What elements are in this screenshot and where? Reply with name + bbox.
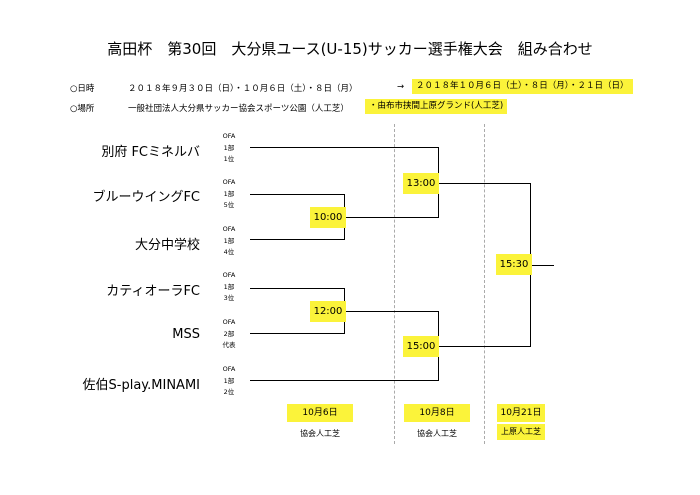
date-label: ○日時: [70, 84, 95, 94]
bracket-line-semi-bottom-winner: [438, 346, 530, 347]
date-original: ２０１８年９月３０日（日）・１０月６日（土）・８日（月）: [128, 84, 358, 94]
match-time-final: 15:30: [496, 254, 532, 275]
team-name-6: 佐伯S-play.MINAMI: [82, 378, 200, 393]
bracket-line-team4: [250, 288, 344, 289]
team-name-1: 別府 FCミネルバ: [101, 145, 200, 160]
round-date-2: 10月8日: [404, 404, 470, 422]
round-date-1: 10月6日: [287, 404, 353, 422]
match-time-r1-bottom: 12:00: [310, 301, 346, 322]
team-name-4: カティオーラFC: [106, 284, 200, 299]
venue-label: ○場所: [70, 104, 95, 114]
divider-round-2: [394, 124, 395, 444]
page-title: 高田杯 第30回 大分県ユース(U-15)サッカー選手権大会 組み合わせ: [107, 40, 593, 58]
bracket-line-r1-top-winner: [344, 217, 438, 218]
date-new: ２０１８年１０月６日（土）・８日（月）・２１日（日）: [412, 79, 633, 94]
round-venue-3: 上原人工芝: [497, 424, 545, 440]
venue-new: ・由布市挟間上原グランド(人工芝): [365, 99, 508, 114]
venue-original: 一般社団法人大分県サッカー協会スポーツ公園（人工芝）: [128, 104, 349, 114]
bracket-line-semi-top-winner: [438, 183, 530, 184]
divider-round-3: [484, 124, 485, 444]
bracket-line-r1-bottom-winner: [344, 311, 438, 312]
match-time-r1-top: 10:00: [310, 207, 346, 228]
round-date-3: 10月21日: [497, 404, 545, 422]
bracket-line-team2: [250, 194, 344, 195]
match-time-semi-top: 13:00: [403, 173, 439, 194]
bracket-line-team5: [250, 333, 344, 334]
team-name-5: MSS: [172, 327, 200, 342]
round-venue-2: 協会人工芝: [417, 429, 457, 438]
bracket-line-team3: [250, 239, 344, 240]
bracket-line-team6: [250, 380, 438, 381]
team-name-2: ブルーウイングFC: [92, 190, 200, 205]
round-venue-1: 協会人工芝: [300, 429, 340, 438]
bracket-line-champion: [530, 265, 554, 266]
arrow-text: →: [397, 82, 405, 92]
team-name-3: 大分中学校: [134, 238, 200, 253]
match-time-semi-bottom: 15:00: [403, 336, 439, 357]
bracket-line-team1: [250, 147, 438, 148]
